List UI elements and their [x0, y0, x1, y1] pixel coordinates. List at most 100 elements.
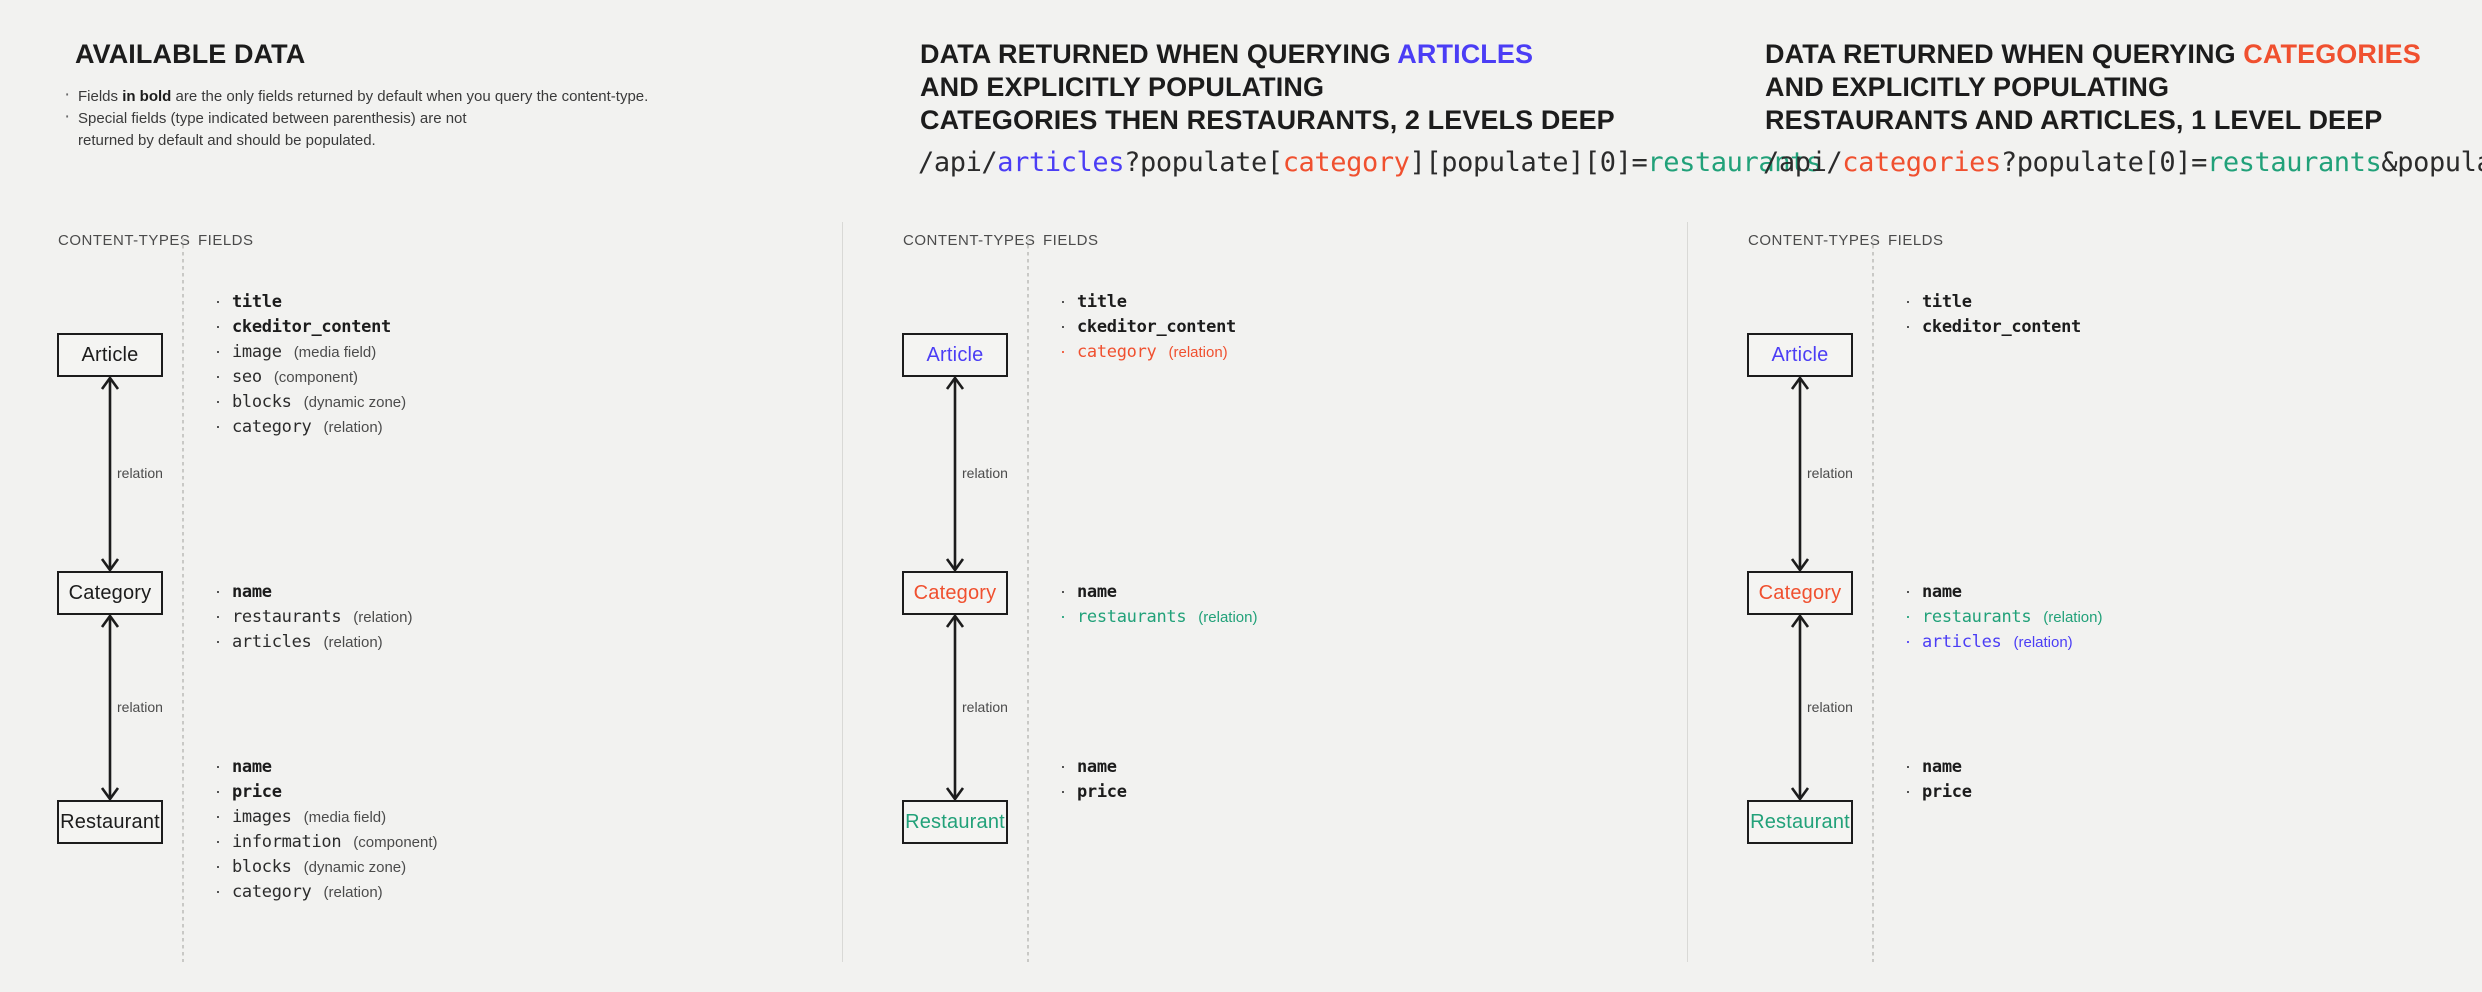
field-row: · image (media field) — [215, 342, 406, 367]
field-name: name — [1922, 582, 1962, 602]
bullet-dot: · — [1905, 631, 1911, 651]
node-article[interactable]: Article — [1747, 333, 1853, 377]
fields-dotted-separator — [182, 238, 184, 962]
field-type: (relation) — [2043, 609, 2103, 626]
node-label: Restaurant — [1750, 810, 1850, 833]
field-name: name — [1077, 582, 1117, 602]
panel-heading-available-data: AVAILABLE DATA — [75, 38, 305, 71]
node-label: Article — [1771, 343, 1829, 366]
field-name: price — [232, 782, 282, 802]
bullet-dot: · — [1905, 581, 1911, 601]
bullet-dot: · — [215, 781, 221, 801]
url-part-5: restaurants — [1647, 147, 1822, 178]
bullet-dot: · — [1905, 781, 1911, 801]
relation-arrow-0 — [943, 375, 967, 573]
col-label-fields: FIELDS — [198, 232, 254, 249]
field-row: ·name — [215, 757, 438, 782]
field-row: · name — [1060, 582, 1257, 607]
field-name: blocks — [232, 857, 292, 877]
field-group-category: ·name·restaurants(relation)·articles(rel… — [1905, 582, 2102, 657]
field-type: (relation) — [323, 419, 383, 436]
field-name: ckeditor_content — [1077, 317, 1236, 337]
bullet-dot: · — [1060, 781, 1066, 801]
field-type: (relation) — [1168, 344, 1228, 361]
url-part-0: /api/ — [1763, 147, 1843, 178]
relation-arrow-0 — [1788, 375, 1812, 573]
bullet-dot: · — [1060, 581, 1066, 601]
field-row: ·name — [1905, 757, 1972, 782]
node-category[interactable]: Category — [902, 571, 1008, 615]
bullet-dot: · — [215, 881, 221, 901]
node-restaurant[interactable]: Restaurant — [57, 800, 163, 844]
bullet-dot: · — [215, 806, 221, 826]
field-row: ·category(relation) — [215, 417, 406, 442]
field-row: · name — [1905, 582, 2102, 607]
url-part-0: /api/ — [918, 147, 998, 178]
field-name: category — [232, 882, 312, 902]
field-row: ·restaurants(relation) — [1060, 607, 1257, 632]
field-name: seo — [232, 367, 262, 387]
bullet-dot: · — [215, 291, 221, 311]
field-row: ·title — [215, 292, 406, 317]
field-name: articles — [232, 632, 312, 652]
bullet-dot: · — [215, 631, 221, 651]
bullet-dot: · — [215, 391, 221, 411]
heading-line: CATEGORIES THEN RESTAURANTS, 2 LEVELS DE… — [920, 105, 1615, 135]
bullet-dot: · — [215, 581, 221, 601]
node-label: Restaurant — [60, 810, 160, 833]
field-name: restaurants — [1922, 607, 2032, 627]
bullet-dot: · — [215, 316, 221, 336]
field-type: (relation) — [323, 634, 383, 651]
col-label-content-types: CONTENT-TYPES — [903, 232, 1036, 249]
field-row: ·name — [215, 582, 412, 607]
url-part-1: articles — [997, 147, 1125, 178]
panel-separator — [842, 222, 843, 962]
url-part-4: &populate[1]= — [2381, 147, 2482, 178]
field-type: (relation) — [1198, 609, 1258, 626]
relation-label: relation — [957, 698, 1013, 715]
col-label-content-types: CONTENT-TYPES — [58, 232, 191, 249]
field-group-restaurant: ·name·price — [1905, 757, 1972, 807]
node-article[interactable]: Article — [57, 333, 163, 377]
panel-separator — [1687, 222, 1688, 962]
node-category[interactable]: Category — [57, 571, 163, 615]
node-category[interactable]: Category — [1747, 571, 1853, 615]
bullet-dot: · — [215, 366, 221, 386]
col-label-fields: FIELDS — [1043, 232, 1099, 249]
node-restaurant[interactable]: Restaurant — [902, 800, 1008, 844]
field-name: category — [232, 417, 312, 437]
node-restaurant[interactable]: Restaurant — [1747, 800, 1853, 844]
field-type: (relation) — [2013, 634, 2073, 651]
url-part-3: restaurants — [2206, 147, 2382, 178]
bullet-dot: · — [1905, 756, 1911, 776]
field-name: images — [232, 807, 292, 827]
node-label: Restaurant — [905, 810, 1005, 833]
field-name: name — [232, 757, 272, 777]
field-name: ckeditor_content — [232, 317, 391, 337]
bullet-dot: · — [1060, 316, 1066, 336]
relation-label: relation — [112, 698, 168, 715]
bullet-dot: · — [215, 606, 221, 626]
node-label: Category — [1758, 581, 1842, 604]
node-label: Article — [81, 343, 139, 366]
field-row: · price — [215, 782, 438, 807]
node-label: Article — [926, 343, 984, 366]
bullet-dot: · — [1905, 316, 1911, 336]
bullet-dot: · — [1060, 606, 1066, 626]
field-row: ·seo(component) — [215, 367, 406, 392]
field-type: (media field) — [293, 344, 377, 361]
panel-url: /api/categories?populate[0]=restaurants&… — [1763, 147, 2482, 178]
relation-label: relation — [1802, 465, 1858, 481]
field-row: · ckeditor_content — [215, 317, 406, 342]
heading-line: AND EXPLICITLY POPULATING — [1765, 72, 2170, 102]
col-label-fields: FIELDS — [1888, 232, 1944, 249]
field-row: ·articles(relation) — [1905, 632, 2102, 657]
node-article[interactable]: Article — [902, 333, 1008, 377]
field-name: information — [232, 832, 342, 852]
field-group-article: ·title·ckeditor_content — [1905, 292, 2081, 342]
bullet-dot: · — [215, 341, 221, 361]
note-item: Special fields (type indicated between p… — [62, 106, 518, 152]
field-name: image — [232, 342, 282, 362]
